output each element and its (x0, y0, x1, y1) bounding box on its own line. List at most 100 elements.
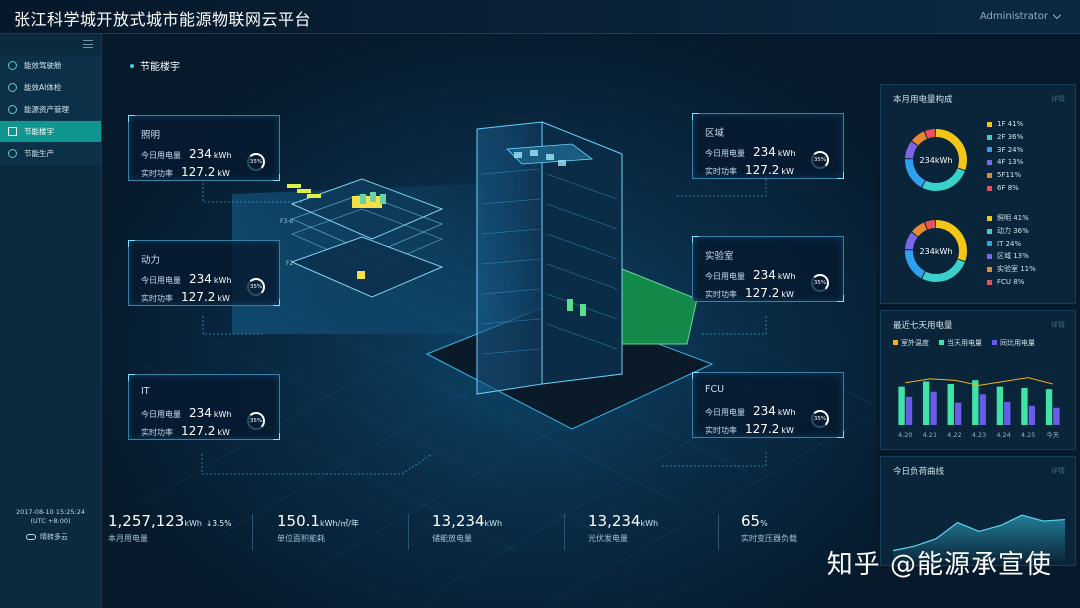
card-label: 实时功率 (141, 169, 173, 178)
sidebar-item-label: 节能生产 (24, 149, 54, 158)
bar-current-5 (1021, 387, 1028, 425)
card-power-row: 实时功率 127.2 kW (141, 424, 230, 438)
card-label: 今日用电量 (141, 151, 181, 160)
building-stage: 节能楼宇 照明 今日用电量 234 kWh 实时功率 127.2 kW 35% … (102, 34, 876, 608)
sidebar-item-buildings[interactable]: 节能楼宇 (0, 121, 101, 143)
card-title: 区域 (705, 128, 725, 139)
menu-icon[interactable] (83, 40, 93, 48)
floor-label-f2: F2 (286, 260, 294, 267)
weather-text: 晴转多云 (40, 533, 68, 541)
legend-swatch (987, 254, 992, 260)
tick-label-3: 4.23 (972, 431, 986, 439)
legend-label: 3F 24% (997, 145, 1024, 154)
card-it[interactable]: IT 今日用电量 234 kWh 实时功率 127.2 kW 35% (128, 374, 280, 440)
kpi-unit: % (760, 519, 768, 528)
card-energy-unit: kWh (777, 408, 796, 417)
donut-slice-0 (905, 129, 967, 191)
bar-current-6 (1045, 389, 1053, 425)
load-line (892, 514, 1066, 552)
ratio-ring: 35% (811, 274, 829, 292)
sidebar-item-cockpit[interactable]: 能效驾驶舱 (0, 55, 101, 77)
section-title-text: 节能楼宇 (140, 62, 180, 73)
load-curve-chart (892, 514, 1066, 561)
legend-swatch (987, 160, 992, 166)
kpi-delta-value: 3.5% (212, 519, 232, 528)
kpi-unit: kWh/㎡/年 (319, 519, 359, 528)
card-power-value: 127.2 (181, 424, 216, 438)
legend-item: 当天用电量 (939, 338, 982, 348)
card-title: 照明 (141, 130, 161, 141)
card-label: 今日用电量 (141, 276, 181, 285)
legend-swatch (987, 228, 992, 234)
card-power-row: 实时功率 127.2 kW (705, 422, 794, 436)
kpi-monthly-energy: 1,257,123kWh↓3.5% 本月用电量 (108, 512, 231, 544)
building-icon (8, 127, 17, 136)
card-lab[interactable]: 实验室 今日用电量 234 kWh 实时功率 127.2 kW 35% (692, 236, 844, 302)
weather: 晴转多云 (26, 532, 68, 542)
details-link[interactable]: 详情 (1051, 321, 1065, 329)
card-energy-value: 234 (189, 147, 212, 161)
card-label: 实时功率 (705, 167, 737, 176)
tick-label-0: 4.20 (898, 431, 912, 439)
tick-label-4: 4.24 (996, 431, 1010, 439)
card-lighting[interactable]: 照明 今日用电量 234 kWh 实时功率 127.2 kW 35% (128, 115, 280, 181)
sidebar-item-ai-check[interactable]: 能效AI体检 (0, 77, 101, 99)
card-zone[interactable]: 区域 今日用电量 234 kWh 实时功率 127.2 kW 35% (692, 113, 844, 179)
card-title: 动力 (141, 255, 161, 266)
floor-legend: 1F 41% 2F 36% 3F 24% 4F 13% 5F11% 6F 8% (987, 118, 1023, 195)
legend-swatch (987, 279, 992, 285)
tower (476, 121, 623, 395)
ratio-ring: 35% (811, 410, 829, 428)
kpi-divider (564, 514, 565, 550)
details-link[interactable]: 详情 (1051, 467, 1065, 475)
tick-label-1: 4.21 (923, 431, 937, 439)
sidebar-item-production[interactable]: 节能生产 (0, 143, 101, 165)
legend-item: 实验室 11% (987, 263, 1036, 276)
bar-previous-5 (1028, 405, 1036, 425)
card-label: 今日用电量 (705, 149, 745, 158)
bullet-icon (130, 63, 134, 68)
kpi-label: 本月用电量 (108, 534, 148, 543)
load-area (893, 515, 1065, 561)
legend-item: 同比用电量 (992, 338, 1035, 348)
bar-previous-4 (1004, 401, 1011, 425)
legend-label: 2F 36% (997, 132, 1024, 141)
legend-label: 5F11% (997, 171, 1022, 180)
card-power-value: 127.2 (181, 290, 216, 304)
card-power-row: 实时功率 127.2 kW (705, 286, 794, 300)
ratio-ring: 35% (247, 278, 265, 296)
kpi-unit: kWh (640, 519, 659, 528)
card-title: FCU (705, 384, 725, 395)
legend-label: 室外温度 (901, 339, 929, 347)
bar-current-4 (996, 386, 1004, 425)
legend-label: IT 24% (997, 239, 1022, 248)
card-energy-value: 234 (753, 404, 776, 418)
floor-donut-slices (905, 129, 967, 191)
card-power[interactable]: 动力 今日用电量 234 kWh 实时功率 127.2 kW 35% (128, 240, 280, 306)
legend-swatch (987, 267, 992, 273)
watermark: 知乎 @能源承宣使 (826, 550, 1052, 580)
legend-item: 动力 36% (987, 225, 1036, 238)
legend-swatch (987, 173, 992, 179)
bar-previous-1 (930, 391, 937, 425)
monthly-composition-panel: 本月用电量构成 详情 234kWh 1F 41% 2F 36% 3F 24% 4… (880, 84, 1076, 304)
legend-label: 当天用电量 (947, 339, 982, 347)
panel-title: 今日负荷曲线 (893, 467, 945, 477)
ratio-ring: 35% (247, 412, 265, 430)
legend-label: 区域 13% (997, 252, 1029, 261)
kpi-pv-generation: 13,234kWh 光伏发电量 (588, 512, 658, 544)
legend-item: 4F 13% (987, 156, 1023, 169)
card-fcu[interactable]: FCU 今日用电量 234 kWh 实时功率 127.2 kW 35% (692, 372, 844, 438)
details-link[interactable]: 详情 (1051, 95, 1065, 103)
kpi-unit: kWh (484, 519, 503, 528)
card-energy-unit: kWh (777, 272, 796, 281)
kpi-value: 65 (741, 512, 761, 530)
sidebar-item-assets[interactable]: 能源资产管理 (0, 99, 101, 121)
card-power-unit: kW (217, 169, 230, 178)
kpi-label: 单位面积能耗 (277, 534, 325, 543)
kpi-area-energy: 150.1kWh/㎡/年 单位面积能耗 (277, 512, 359, 544)
load-curve-panel: 今日负荷曲线 详情 (880, 456, 1076, 566)
legend-label: FCU 8% (997, 277, 1025, 286)
user-menu[interactable]: Administrator (980, 10, 1062, 22)
